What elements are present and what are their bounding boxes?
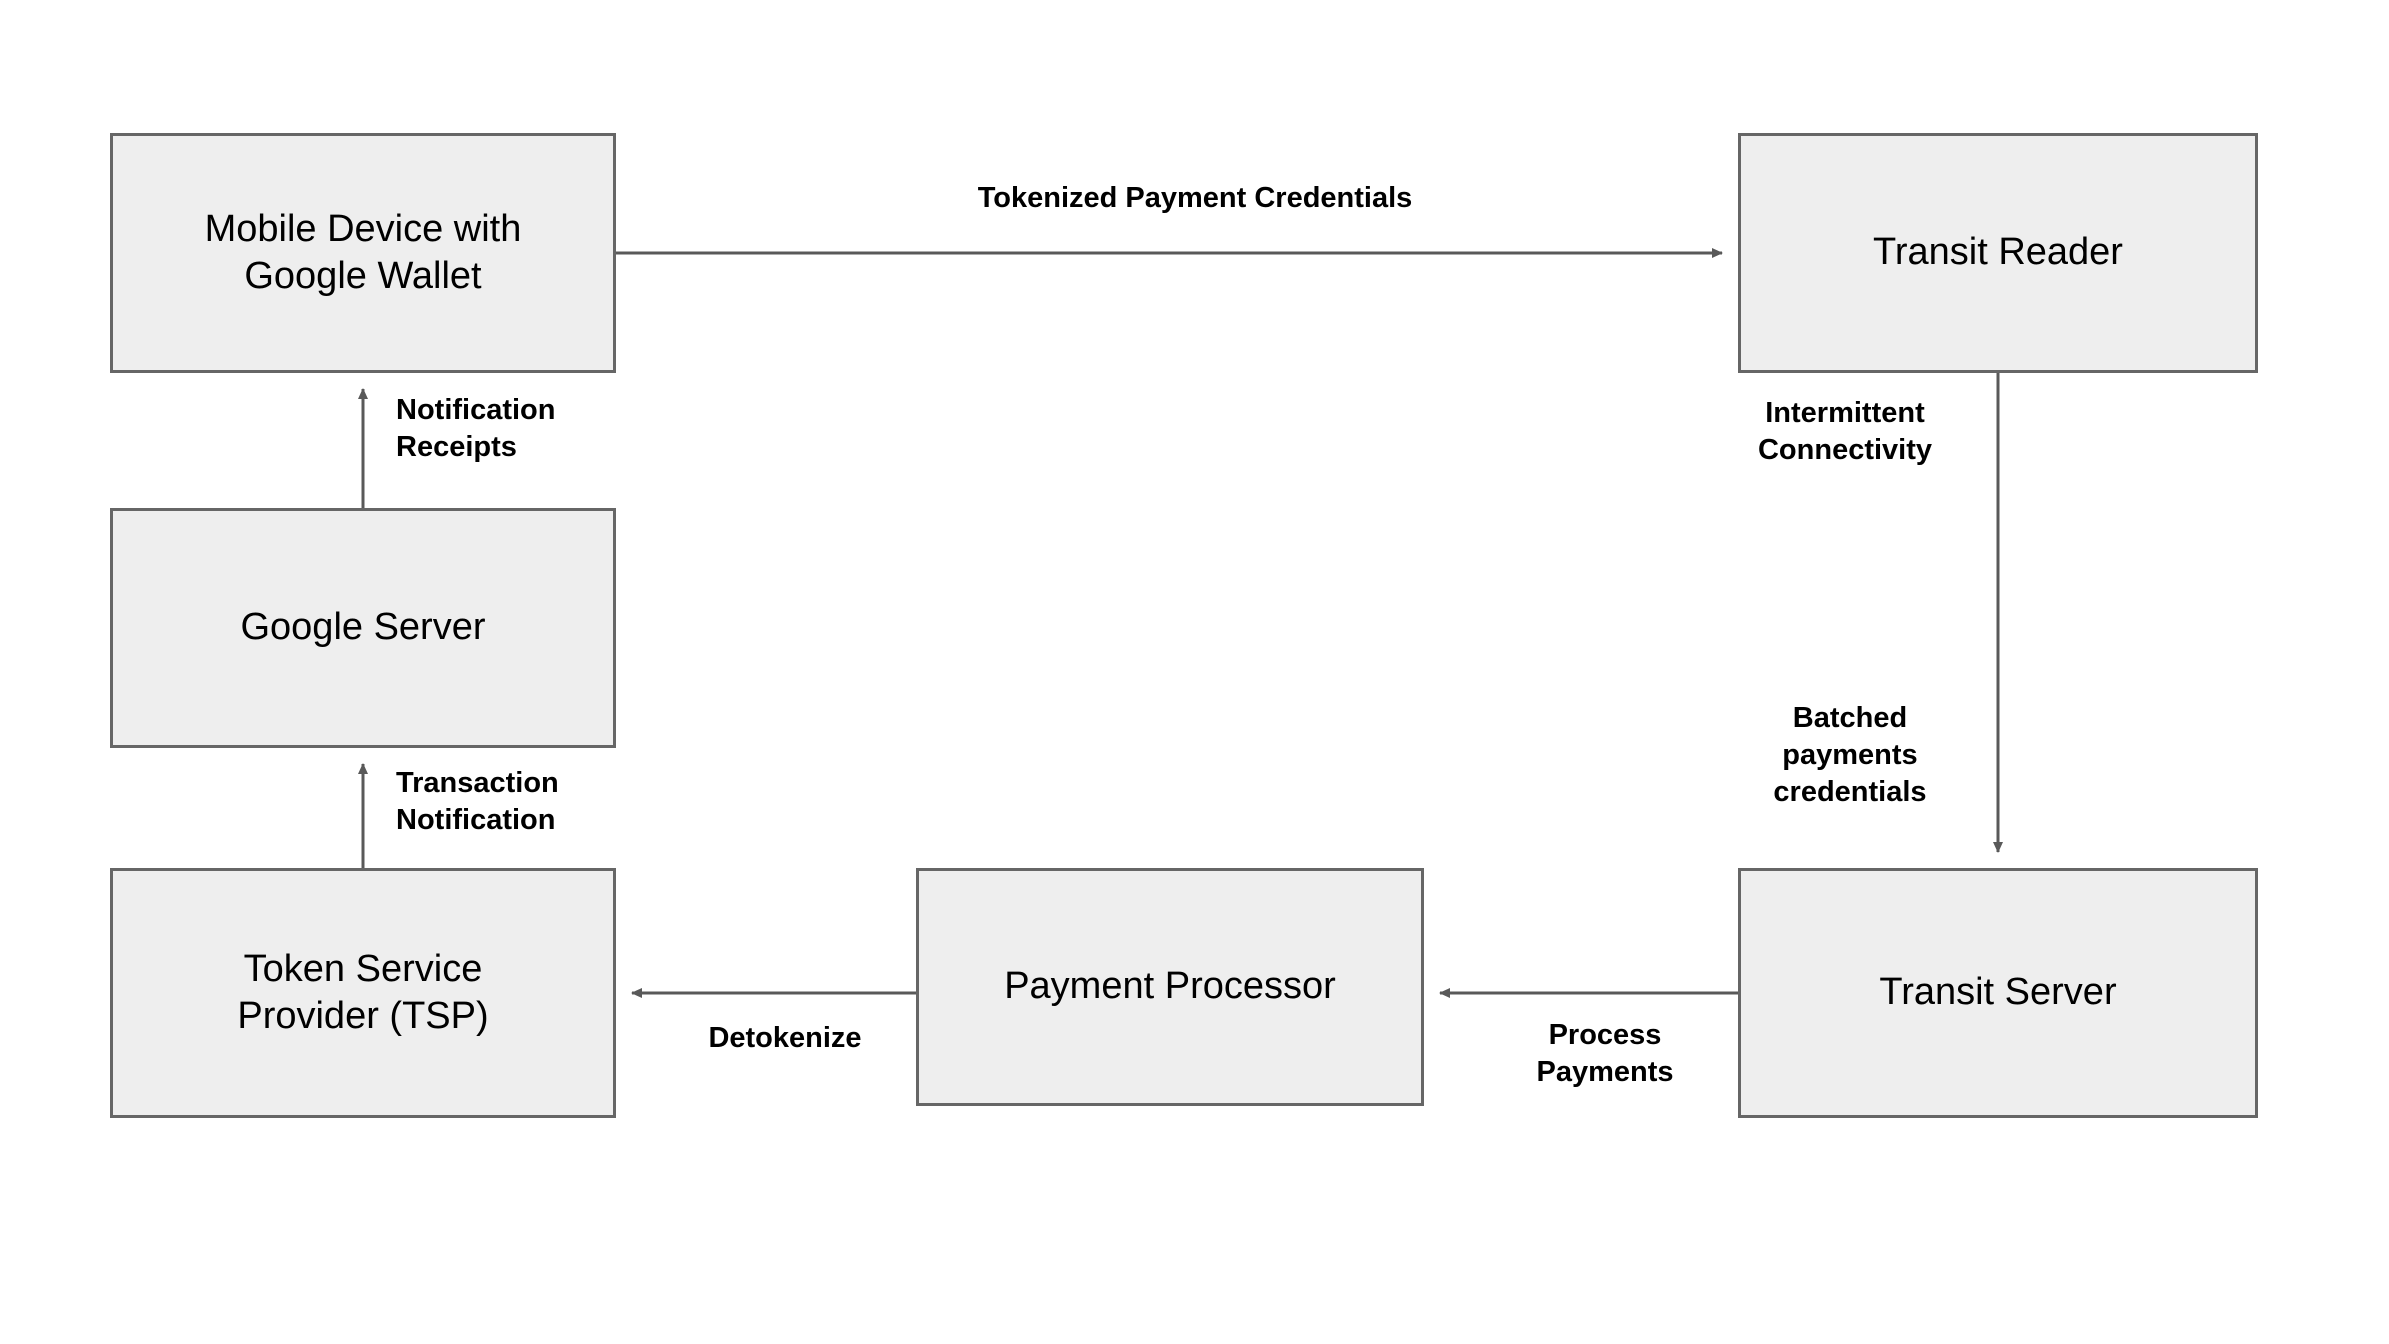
edge-label-intermittent-connectivity: Intermittent Connectivity bbox=[1757, 397, 1933, 467]
node-google-server[interactable]: Google Server bbox=[110, 508, 616, 748]
node-payment-processor[interactable]: Payment Processor bbox=[916, 868, 1424, 1106]
edge-label-tokenized-payment-credentials: Tokenized Payment Credentials bbox=[977, 182, 1413, 214]
node-transit-server[interactable]: Transit Server bbox=[1738, 868, 2258, 1118]
node-token-service-provider[interactable]: Token Service Provider (TSP) bbox=[110, 868, 616, 1118]
node-label-token-service-provider: Token Service Provider (TSP) bbox=[237, 947, 489, 1038]
edge-label-batched-payments-credentials: Batched payments credentials bbox=[1773, 702, 1927, 809]
edge-label-transaction-notification: Transaction Notification bbox=[396, 767, 559, 837]
node-label-google-server: Google Server bbox=[240, 606, 486, 649]
edge-label-process-payments: Process Payments bbox=[1536, 1019, 1674, 1089]
node-label-payment-processor: Payment Processor bbox=[1004, 965, 1336, 1008]
node-label-transit-server: Transit Server bbox=[1879, 971, 2117, 1014]
node-label-transit-reader: Transit Reader bbox=[1873, 231, 2123, 274]
node-mobile-device[interactable]: Mobile Device with Google Wallet bbox=[110, 133, 616, 373]
node-label-mobile-device: Mobile Device with Google Wallet bbox=[204, 207, 522, 298]
node-transit-reader[interactable]: Transit Reader bbox=[1738, 133, 2258, 373]
edge-label-detokenize: Detokenize bbox=[708, 1022, 862, 1054]
edge-label-notification-receipts: Notification Receipts bbox=[396, 394, 556, 464]
